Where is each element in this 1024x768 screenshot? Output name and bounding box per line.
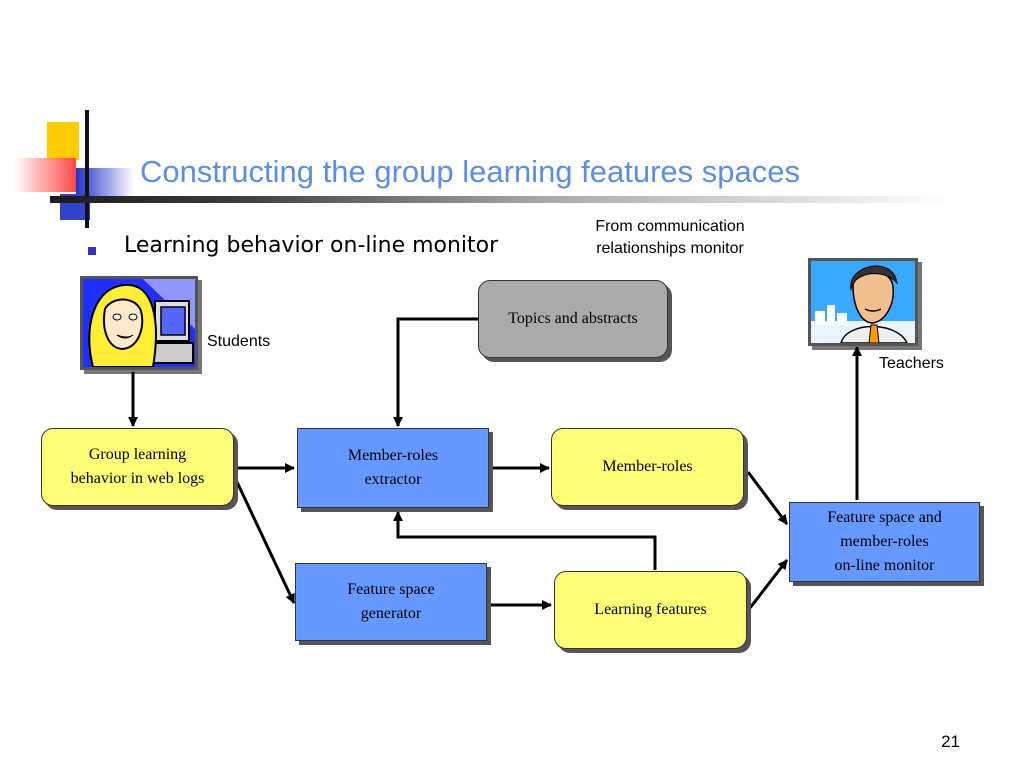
- node-member-roles-extractor: Member-roles extractor: [297, 428, 489, 508]
- arrow-logs-to-generator: [235, 481, 296, 604]
- node-label: Feature space: [347, 581, 435, 598]
- students-label: Students: [207, 333, 271, 350]
- node-feature-space-monitor: Feature space and member-roles on-line m…: [789, 502, 980, 582]
- node-label: member-roles: [840, 533, 929, 550]
- node-feature-space-generator: Feature space generator: [295, 563, 487, 641]
- teacher-clipart-icon: [808, 258, 918, 346]
- node-label: on-line monitor: [834, 557, 935, 574]
- node-label: Member-roles: [602, 458, 693, 475]
- source-note-line: relationships monitor: [596, 240, 744, 257]
- teachers-label: Teachers: [879, 355, 944, 372]
- node-label: Member-roles: [347, 447, 439, 464]
- bullet-square-icon: [88, 247, 96, 255]
- source-note-line: From communication: [595, 218, 745, 235]
- node-label: Group learning: [88, 446, 187, 463]
- student-illustration: [83, 279, 195, 367]
- node-label: extractor: [364, 471, 422, 488]
- node-label: Feature space and: [827, 509, 942, 526]
- page-number: 21: [941, 732, 960, 751]
- node-label: Topics and abstracts: [508, 310, 638, 327]
- source-note: From communication relationships monitor: [540, 216, 800, 260]
- title-underline: [50, 196, 950, 203]
- node-label: generator: [360, 605, 422, 622]
- node-member-roles: Member-roles: [551, 428, 744, 506]
- student-clipart-icon: [80, 276, 198, 370]
- node-topics-abstracts: Topics and abstracts: [478, 280, 668, 358]
- slide-title: Constructing the group learning features…: [140, 154, 801, 189]
- node-learning-features: Learning features: [554, 571, 747, 649]
- node-label: Learning features: [594, 601, 707, 618]
- arrow-features-to-monitor: [748, 559, 789, 609]
- arrow-topics-to-extractor: [393, 317, 478, 427]
- bullet-text: Learning behavior on-line monitor: [124, 233, 499, 258]
- node-label: behavior in web logs: [70, 470, 205, 487]
- arrow-roles-to-monitor: [746, 471, 789, 525]
- node-group-learning: Group learning behavior in web logs: [41, 428, 234, 506]
- arrow-features-to-extractor: [393, 511, 657, 570]
- teacher-illustration: [811, 261, 915, 343]
